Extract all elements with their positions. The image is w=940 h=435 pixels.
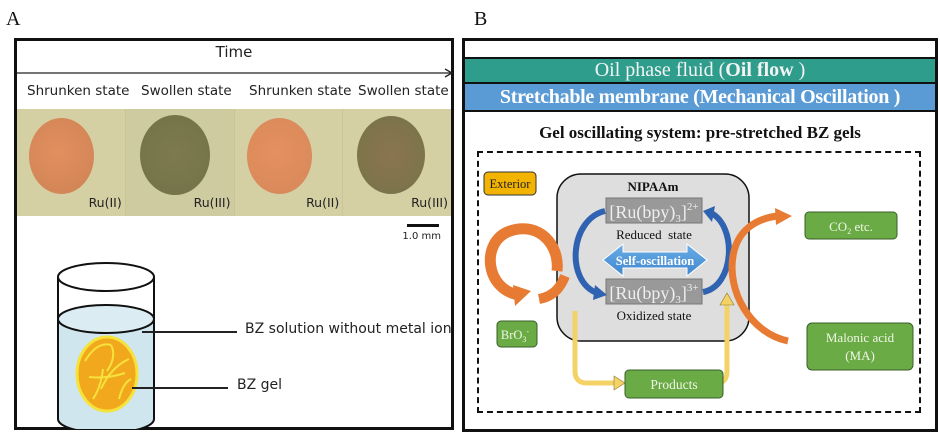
- complex-charge: 3+: [687, 282, 699, 294]
- ru-label: Ru(II): [306, 195, 340, 210]
- exterior-tag: [483, 171, 537, 196]
- complex-base: [Ru(bpy): [609, 283, 675, 304]
- bromate-sub: 3: [522, 335, 526, 344]
- gel-photo: Ru(II): [17, 109, 126, 216]
- co2-rest: etc.: [851, 219, 873, 234]
- gel-photo: Ru(III): [125, 109, 235, 216]
- oil-bar-end-text: ): [793, 59, 806, 81]
- solution-leader-line: [142, 331, 237, 333]
- co2-base: CO: [829, 219, 847, 234]
- arrowhead-icon: [703, 206, 715, 222]
- ru-label: Ru(III): [193, 195, 231, 210]
- membrane-bar: Stretchable membrane (Mechanical Oscilla…: [465, 84, 935, 112]
- gel-label: BZ gel: [237, 377, 283, 393]
- products-box: [624, 369, 724, 399]
- reduced-complex-label: [Ru(bpy)3]2+: [609, 201, 698, 225]
- malonic-to-co2-arrow: [728, 212, 789, 345]
- panel-a: Time Shrunken state Swollen state Shrunk…: [14, 38, 454, 430]
- bromate-base: BrO: [501, 328, 523, 342]
- arrowhead-icon: [613, 375, 626, 391]
- gel-system-title: Gel oscillating system: pre-stretched BZ…: [539, 123, 861, 142]
- complex-close: ]: [681, 202, 687, 222]
- time-arrow-icon: [17, 68, 454, 78]
- scale-bar: [407, 224, 439, 227]
- complex-base: [Ru(bpy): [609, 202, 675, 223]
- dashed-boundary: [477, 151, 921, 413]
- complex-charge: 2+: [687, 201, 699, 213]
- oxidized-complex-label: [Ru(bpy)3]3+: [609, 282, 698, 306]
- gel-photo-strip: Ru(II) Ru(III) Ru(II) Ru(III): [17, 109, 451, 216]
- self-oscillation-label: Self-oscillation: [616, 254, 695, 268]
- time-label: Time: [215, 43, 253, 61]
- bromate-input-arrow: [537, 274, 570, 304]
- ru-label: Ru(II): [88, 195, 122, 210]
- panel-b: Oil phase fluid (Oil flow ) Stretchable …: [462, 38, 938, 432]
- panel-b-letter: B: [474, 8, 488, 30]
- gel-leader-line: [132, 387, 228, 389]
- co2-box: [804, 211, 898, 240]
- reduction-left-arrow: [572, 208, 606, 296]
- co2-sub: 2: [847, 227, 851, 236]
- complex-sub: 3: [675, 213, 681, 225]
- scale-label: 1.0 mm: [402, 231, 441, 242]
- complex-close: ]: [681, 283, 687, 303]
- oil-bar-bold-text: Oil flow: [725, 59, 794, 81]
- complex-sub: 3: [675, 294, 681, 306]
- gel-photo: Ru(II): [234, 109, 344, 216]
- gel-blob: [357, 116, 426, 194]
- bromate-cycle-arrow: [484, 223, 563, 301]
- oil-bar-text: Oil phase fluid (: [594, 59, 726, 81]
- self-oscillation-arrow: [602, 242, 708, 278]
- to-products-arrow: [572, 311, 615, 386]
- ru-label: Ru(III): [411, 195, 448, 210]
- arrowhead-icon: [775, 208, 792, 225]
- state-label: Shrunken state: [27, 83, 130, 99]
- gel-blob: [246, 118, 312, 194]
- oxidized-state-label: Oxidized state: [617, 308, 692, 323]
- solution-label: BZ solution without metal ion: [245, 321, 452, 337]
- arrowhead-icon: [719, 292, 735, 306]
- malonic-acid-line1: Malonic acid: [826, 330, 895, 345]
- products-label: Products: [650, 377, 697, 392]
- bz-reaction-diagram: Exterior NIPAAm [Ru(bpy)3]2+ Reduced sta…: [483, 171, 914, 399]
- oxidation-right-arrow: [702, 210, 732, 295]
- arrowhead-icon: [593, 285, 607, 300]
- panel-a-letter: A: [6, 8, 21, 30]
- state-label: Swollen state: [358, 83, 449, 99]
- co2-label: CO2 etc.: [829, 219, 873, 236]
- nipaam-label: NIPAAm: [627, 179, 678, 194]
- reduced-complex-box: [605, 197, 703, 224]
- reduced-state-label: Reduced state: [616, 227, 692, 242]
- bromate-charge: -: [526, 327, 529, 336]
- arrowhead-icon: [513, 285, 531, 306]
- gel-photo: Ru(III): [343, 109, 451, 216]
- bromate-box: [496, 320, 538, 348]
- beaker-icon: [57, 262, 155, 429]
- gel-blob: [139, 115, 210, 195]
- oil-phase-bar: Oil phase fluid (Oil flow ): [465, 57, 935, 84]
- malonic-acid-line2: (MA): [845, 348, 875, 363]
- state-label: Shrunken state: [249, 83, 352, 99]
- gel-blob: [29, 118, 94, 194]
- state-label: Swollen state: [141, 83, 232, 99]
- bromate-label: BrO3-: [501, 327, 530, 344]
- oxidized-complex-box: [605, 278, 703, 305]
- malonic-acid-box: [806, 322, 914, 371]
- exterior-label: Exterior: [490, 177, 532, 191]
